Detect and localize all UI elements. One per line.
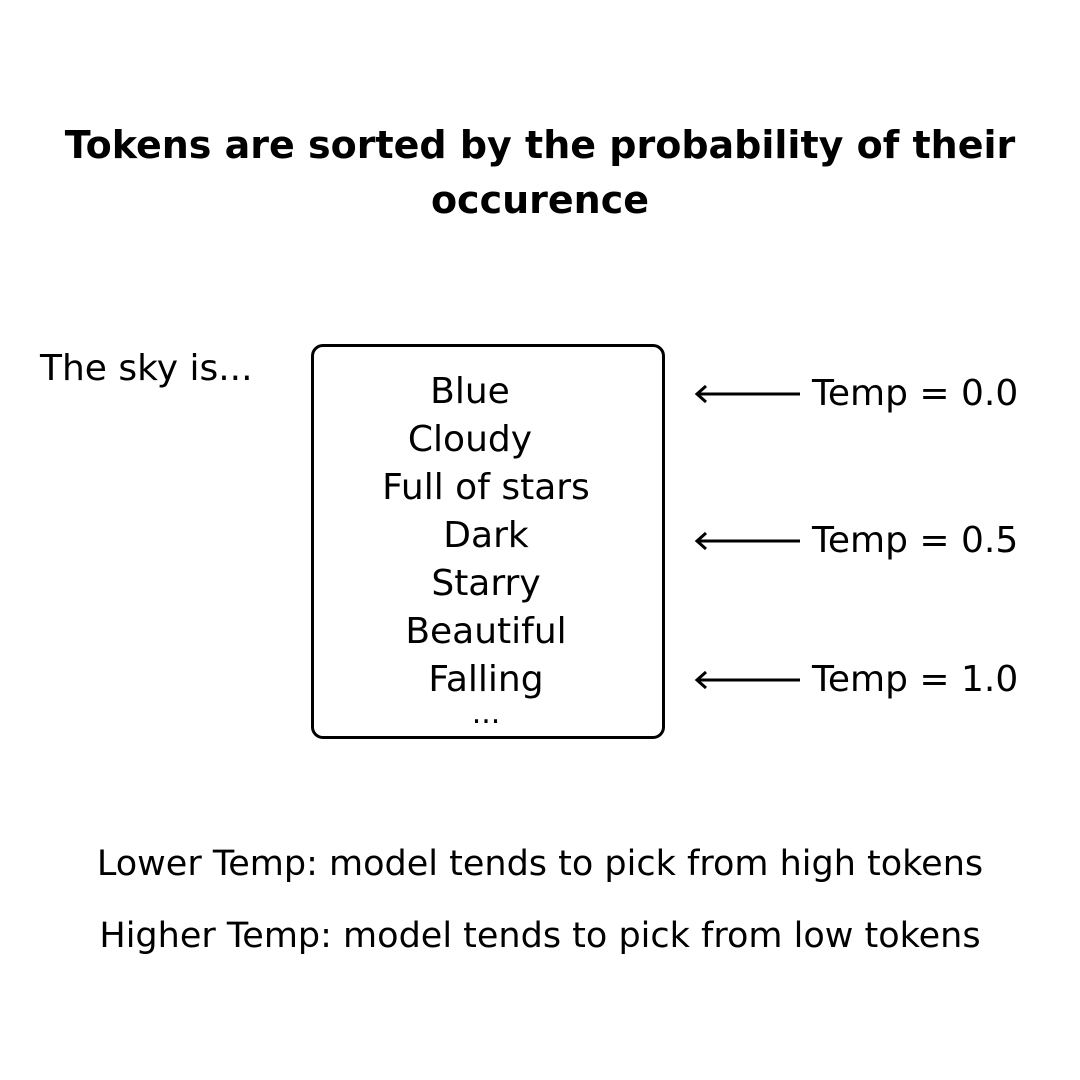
note-higher-temp: Higher Temp: model tends to pick from lo… — [99, 916, 981, 956]
arrow-left-icon — [694, 531, 800, 551]
token-item: Dark — [443, 515, 529, 556]
token-item: Beautiful — [405, 611, 567, 652]
temp-pointer-1: Temp = 0.5 — [692, 517, 1018, 565]
diagram-title: Tokens are sorted by the probability of … — [64, 123, 1016, 222]
temp-label: Temp = 0.0 — [812, 373, 1019, 414]
arrow-left-icon — [694, 384, 800, 404]
temp-pointer-0: Temp = 0.0 — [692, 370, 1018, 418]
token-ellipsis: ... — [471, 696, 501, 731]
prompt-text: The sky is... — [40, 348, 253, 389]
arrow-left-icon — [694, 670, 800, 690]
note-lower-temp: Lower Temp: model tends to pick from hig… — [96, 844, 984, 884]
temp-label: Temp = 1.0 — [812, 659, 1019, 700]
temp-label: Temp = 0.5 — [812, 520, 1019, 561]
temp-pointer-2: Temp = 1.0 — [692, 656, 1018, 704]
token-list-box — [311, 344, 665, 739]
token-item: Blue — [430, 371, 510, 412]
token-item: Cloudy — [407, 419, 533, 460]
token-item: Falling — [428, 659, 544, 700]
token-item: Full of stars — [382, 467, 590, 508]
token-item: Starry — [431, 563, 541, 604]
